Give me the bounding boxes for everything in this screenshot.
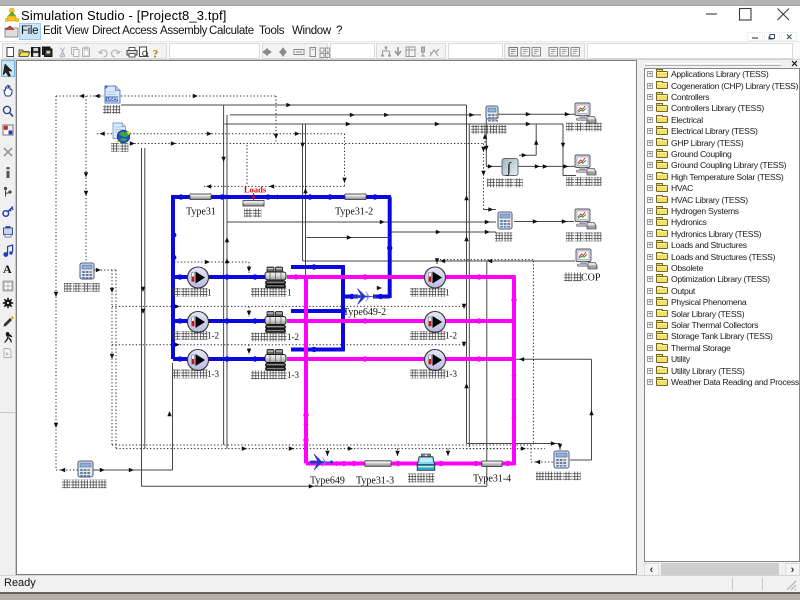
svg-text:1: 1 [287, 288, 292, 298]
svg-text:Type31-2: Type31-2 [335, 207, 373, 218]
svg-text:1-3: 1-3 [207, 369, 219, 379]
svg-text:COP: COP [581, 273, 601, 284]
svg-text:1: 1 [445, 288, 450, 298]
svg-text:1-2: 1-2 [445, 331, 457, 341]
svg-text:Type649: Type649 [310, 476, 345, 487]
svg-text:USER: USER [107, 97, 120, 102]
svg-text:∫: ∫ [506, 161, 512, 176]
svg-text:Type649-2: Type649-2 [343, 307, 386, 318]
svg-text:1-2: 1-2 [207, 331, 219, 341]
svg-text:Loads: Loads [244, 185, 267, 195]
svg-text:Type31: Type31 [186, 207, 216, 218]
svg-text:1: 1 [207, 288, 212, 298]
svg-text:Type31-4: Type31-4 [473, 474, 511, 485]
svg-text:1-2: 1-2 [287, 332, 299, 342]
svg-text:?: ? [153, 49, 159, 61]
svg-text:1-3: 1-3 [445, 369, 457, 379]
svg-text:A: A [3, 262, 12, 276]
svg-text:1-3: 1-3 [287, 370, 299, 380]
svg-text:Type31-3: Type31-3 [356, 476, 394, 487]
